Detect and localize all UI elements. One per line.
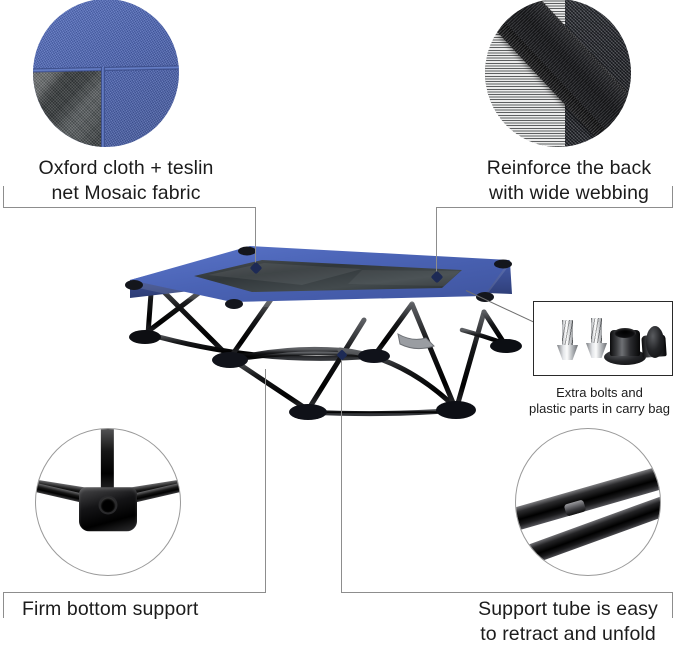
leader-line-top-right [436, 207, 437, 277]
bottom-support-hub-closeup [35, 428, 181, 576]
callout-rule-top-right [436, 207, 673, 208]
cot-bed-deck [129, 246, 512, 308]
telescoping-support-tube-closeup [515, 428, 661, 576]
leader-line-bottom-right [341, 355, 342, 592]
oxford-cloth-teslin-mesh-closeup [33, 0, 179, 147]
cot-corner-pads [125, 246, 512, 309]
callout-rule-tick-top-right [672, 186, 673, 208]
fabric-seam-vertical [100, 67, 105, 147]
bolt-shaft-1 [562, 320, 573, 346]
hub-bolt-hole [100, 497, 116, 513]
cot-illustration [125, 246, 522, 420]
callout-label-bottom-right: Support tube is easy to retract and unfo… [478, 598, 658, 645]
teslin-mesh-texture [33, 68, 102, 147]
bushing-bore-1 [614, 328, 636, 338]
bolt-threads-2 [591, 318, 602, 344]
callout-label-top-right: Reinforce the back with wide webbing [486, 157, 652, 204]
leader-line-top-left [255, 207, 256, 268]
callout-rule-tick-top-left [3, 186, 4, 208]
callout-label-bottom-left: Firm bottom support [22, 598, 199, 620]
callout-label-top-left: Oxford cloth + teslin net Mosaic fabric [38, 157, 214, 204]
callout-label-parts: Extra bolts and plastic parts in carry b… [529, 385, 670, 416]
callout-rule-tick-bottom-right [672, 592, 673, 618]
bushing-flange-2 [646, 326, 664, 358]
leader-line-bottom-left [265, 369, 266, 592]
bolt-head-2 [586, 343, 607, 358]
callout-rule-tick-bottom-left [3, 592, 4, 618]
extra-parts-photo-box [533, 301, 673, 376]
callout-rule-bottom-left [3, 592, 266, 593]
elevated-pet-cot-product-image [112, 238, 532, 428]
callout-rule-bottom-right [341, 592, 673, 593]
cot-feet-hubs [129, 330, 522, 420]
cot-metal-bracket [397, 333, 435, 350]
bolt-shaft-2 [591, 318, 602, 344]
hub-tube-vertical [100, 429, 114, 502]
bolt-head-1 [557, 345, 578, 360]
callout-rule-top-left [3, 207, 256, 208]
wide-webbing-closeup [485, 0, 631, 147]
bolt-threads-1 [562, 320, 573, 346]
